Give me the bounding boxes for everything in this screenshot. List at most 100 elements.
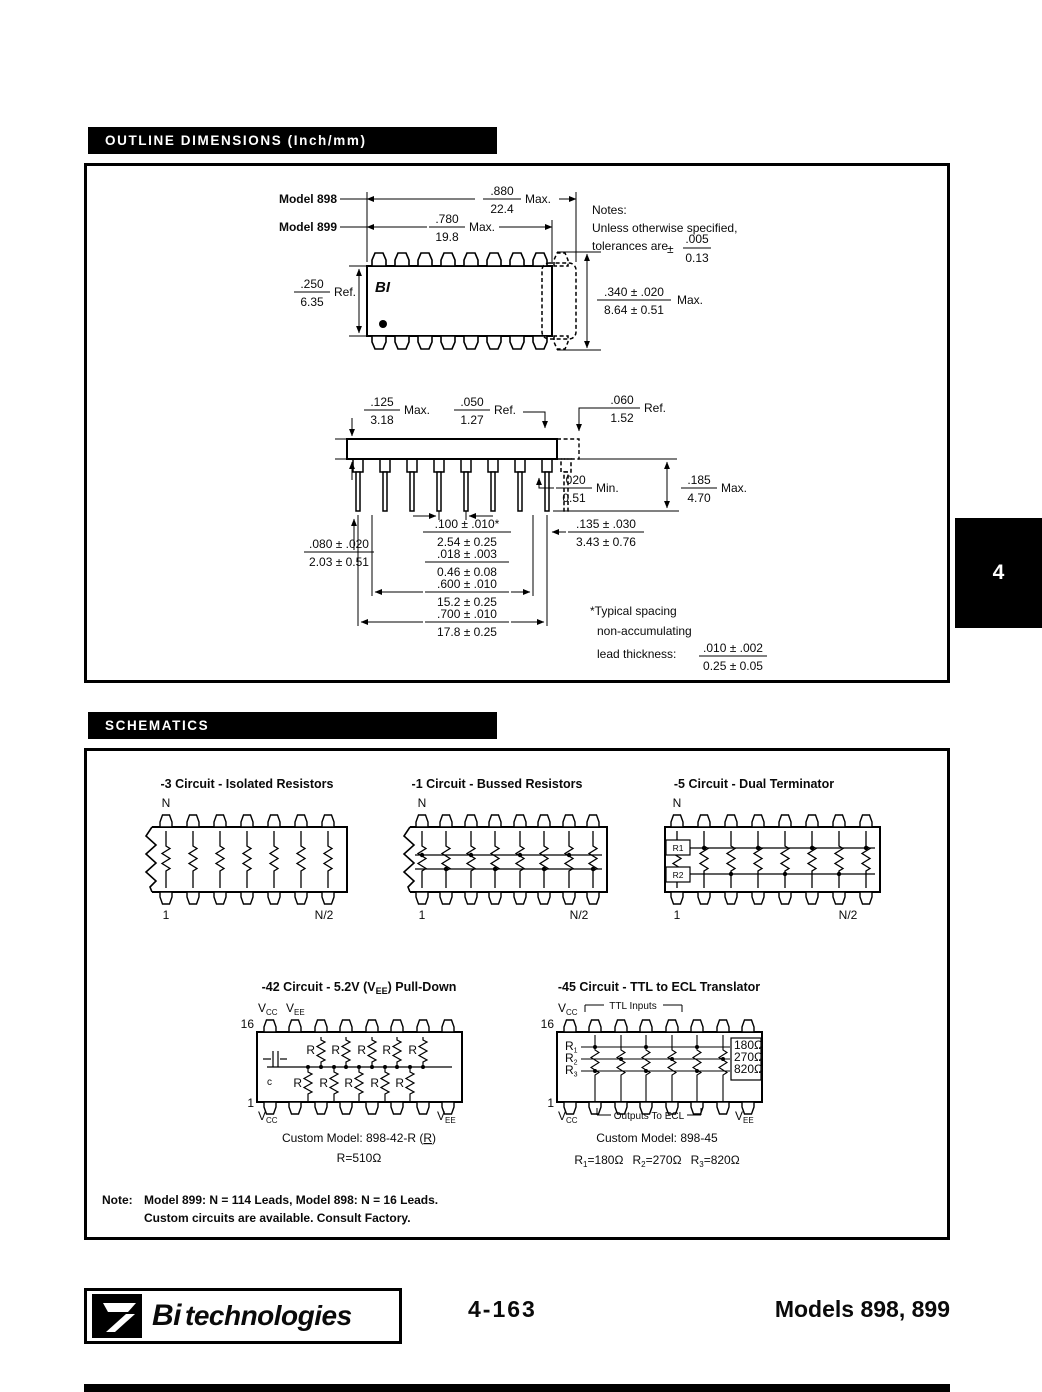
dim-250-den: 6.35 (300, 295, 324, 309)
circuit-1-pin-n2: N/2 (570, 908, 589, 922)
notes-line1: Notes: (592, 203, 627, 217)
dim-340-num: .340 ± .020 (604, 285, 664, 299)
circuit-5-pin-n: N (673, 796, 682, 810)
dim-600-num: .600 ± .010 (437, 577, 497, 591)
dim-185-suffix: Max. (721, 481, 747, 495)
section-tab-4: 4 (955, 518, 1042, 628)
schematics-drawing: -3 Circuit - Isolated Resistors N 1 N/2 … (102, 777, 881, 1225)
outputs-bracket (596, 1108, 702, 1116)
dim-250-num: .250 (300, 277, 324, 291)
circuit-1-title: -1 Circuit - Bussed Resistors (412, 777, 583, 791)
circuit-45-junction-dots (593, 1045, 725, 1073)
dim-080-den: 2.03 ± 0.51 (309, 555, 369, 569)
svg-text:270Ω: 270Ω (734, 1050, 763, 1064)
circuit-3-pin-1: 1 (163, 908, 170, 922)
circuit-1-pin-1: 1 (419, 908, 426, 922)
svg-text:R1: R1 (565, 1039, 578, 1055)
svg-text:820Ω: 820Ω (734, 1062, 763, 1076)
model-898-label: Model 898 (279, 192, 337, 206)
circuit-5-r2-label: R2 (673, 870, 684, 880)
tolerance-den: 0.13 (685, 251, 709, 265)
dim-020-den: 0.51 (562, 491, 586, 505)
svg-text:R: R (331, 1043, 340, 1057)
notes-plusminus: ± (667, 242, 674, 256)
ttl-inputs-bracket (584, 1004, 683, 1012)
circuit-45-values-box: 180Ω 270Ω 820Ω (734, 1038, 763, 1076)
circuit-5-junction-dots (674, 845, 869, 877)
dim-135-den: 3.43 ± 0.76 (576, 535, 636, 549)
dim-700-num: .700 ± .010 (437, 607, 497, 621)
outline-dimensions-panel: Model 898 Model 899 .880 22.4 Max. .780 … (84, 163, 950, 683)
note-line2: Custom circuits are available. Consult F… (144, 1211, 411, 1225)
dim-780-den: 19.8 (435, 230, 459, 244)
dim-060-suffix: Ref. (644, 401, 666, 415)
dim-100-den: 2.54 ± 0.25 (437, 535, 497, 549)
top-view-dimension-lines (294, 192, 711, 351)
circuit-45-r-labels: R1 R2 R3 (565, 1039, 578, 1079)
dip-side-view-leads (352, 458, 572, 512)
lead-thickness-den: 0.25 ± 0.05 (703, 659, 763, 673)
circuit-45-ttl-ecl: -45 Circuit - TTL to ECL Translator VCC … (541, 980, 763, 1169)
outline-header-label: OUTLINE DIMENSIONS (Inch/mm) (105, 133, 367, 148)
section-tab-number: 4 (992, 561, 1005, 584)
dim-020-num: .020 (562, 473, 586, 487)
circuit-42-pin16: 16 (241, 1017, 255, 1031)
dim-250-suffix: Ref. (334, 285, 356, 299)
dim-125-den: 3.18 (370, 413, 394, 427)
svg-text:180Ω: 180Ω (734, 1038, 763, 1052)
lead-thickness-label: lead thickness: (597, 647, 676, 661)
dim-018-num: .018 ± .003 (437, 547, 497, 561)
svg-text:R: R (293, 1076, 302, 1090)
circuit-45-ttl-inputs: TTL Inputs (609, 1001, 656, 1012)
dim-700-den: 17.8 ± 0.25 (437, 625, 497, 639)
circuit-42-vee-top: VEE (286, 1001, 305, 1017)
svg-text:R: R (382, 1043, 391, 1057)
circuit-42-vcc-top: VCC (258, 1001, 278, 1017)
dip-898-dashed-extension (541, 252, 577, 350)
dim-050-suffix: Ref. (494, 403, 516, 417)
circuit-45-title: -45 Circuit - TTL to ECL Translator (558, 980, 760, 994)
lead-thickness-num: .010 ± .002 (703, 641, 763, 655)
page-number: 4-163 (468, 1296, 537, 1322)
circuit-42-pulldown: -42 Circuit - 5.2V (VEE) Pull-Down VCC V… (241, 980, 463, 1165)
dim-050-den: 1.27 (460, 413, 484, 427)
circuit-5-pin-1: 1 (674, 908, 681, 922)
side-view-labels: .125 3.18 Max. .050 1.27 Ref. .060 1.52 … (309, 393, 763, 673)
dim-880-num: .880 (490, 184, 514, 198)
dim-060-num: .060 (610, 393, 634, 407)
model-899-label: Model 899 (279, 220, 337, 234)
dim-080-num: .080 ± .020 (309, 537, 369, 551)
circuit-5-pin-n2: N/2 (839, 908, 858, 922)
dip-side-view-body (346, 438, 580, 460)
circuit-42-junction-dots (306, 1065, 425, 1069)
circuit-45-pin1: 1 (547, 1096, 554, 1110)
dim-880-suffix: Max. (525, 192, 551, 206)
bottom-rule (84, 1384, 950, 1392)
circuit-42-caption: Custom Model: 898-42-R (R) (282, 1131, 436, 1145)
brand-technologies: technologies (185, 1300, 352, 1331)
circuit-45-caption: Custom Model: 898-45 (596, 1131, 718, 1145)
dim-185-den: 4.70 (687, 491, 711, 505)
circuit-3-isolated: -3 Circuit - Isolated Resistors N 1 N/2 (144, 777, 348, 922)
brand-bi: Bi (152, 1299, 182, 1332)
lightning-7-icon (103, 1303, 136, 1332)
circuit-42-pin1: 1 (247, 1096, 254, 1110)
dim-125-num: .125 (370, 395, 394, 409)
circuit-45-pin16: 16 (541, 1017, 555, 1031)
dim-340-den: 8.64 ± 0.51 (604, 303, 664, 317)
note-line1: Model 899: N = 114 Leads, Model 898: N =… (144, 1193, 438, 1207)
svg-text:R3: R3 (565, 1063, 578, 1079)
svg-text:R: R (319, 1076, 328, 1090)
circuit-45-vee-bottom: VEE (735, 1109, 754, 1125)
circuit-45-outputs: Outputs To ECL (614, 1111, 685, 1122)
circuit-1-bussed: -1 Circuit - Bussed Resistors N 1 (402, 777, 608, 922)
circuit-1-pin-n: N (418, 796, 427, 810)
circuit-42-cap-label: c (267, 1077, 272, 1088)
circuit-3-pin-n2: N/2 (315, 908, 334, 922)
dim-100-num: .100 ± .010* (435, 517, 500, 531)
circuit-42-resistance: R=510Ω (337, 1151, 382, 1165)
